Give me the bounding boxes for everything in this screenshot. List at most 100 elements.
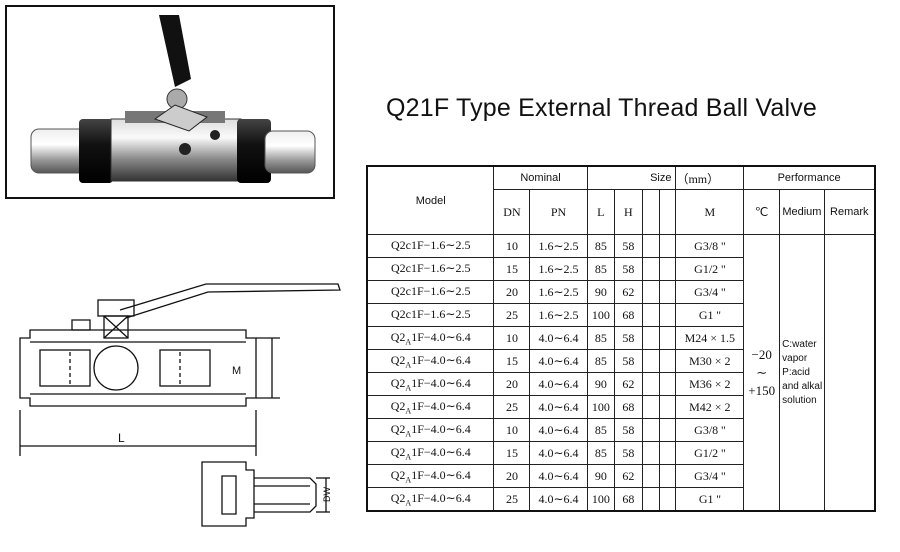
dn-cell: 10 [493,234,531,258]
m-cell: G1 '' [675,487,745,512]
h-cell: 58 [614,257,643,281]
h-header: H [614,189,643,235]
pn-cell: 4.0∼6.4 [529,487,588,512]
model-cell: Q2c1F−1.6∼2.5 [366,257,495,281]
temp-header: ℃ [743,189,781,235]
pn-header: PN [529,189,588,235]
dn-cell: 15 [493,349,531,373]
model-cell: Q2A1F−4.0∼6.4 [366,395,495,419]
header-row-2: DN PN L H M ℃ Medium Remark [367,189,876,235]
blank-cell [641,234,660,258]
ball-valve-photo-illustration [30,15,316,183]
spec-table: Model Nominal Size （mm） Performance DN P… [366,165,876,512]
model-cell: Q2c1F−1.6∼2.5 [366,303,495,327]
dn-cell: 20 [493,372,531,396]
h-cell: 62 [614,280,643,304]
blank-cell [658,303,677,327]
l-cell: 100 [586,303,616,327]
blank-cell [658,349,677,373]
dn-cell: 25 [493,303,531,327]
blank-cell [658,372,677,396]
l-cell: 85 [586,418,616,442]
m-cell: G1 '' [675,303,745,327]
l-cell: 90 [586,280,616,304]
page-title: Q21F Type External Thread Ball Valve [386,94,818,122]
m-cell: G1/2 '' [675,257,745,281]
l-cell: 85 [586,441,616,465]
model-cell: Q2c1F−1.6∼2.5 [366,234,495,258]
h-cell: 62 [614,464,643,488]
blank-cell [641,303,660,327]
blank-cell [641,418,660,442]
h-cell: 68 [614,487,643,512]
dn-header: DN [493,189,531,235]
blank-cell [641,487,660,512]
m-cell: G3/4 '' [675,280,745,304]
blank-cell [641,395,660,419]
blank-header-1 [641,189,660,235]
nominal-header: Nominal [493,165,588,190]
remark-cell [823,234,876,512]
blank-cell [658,257,677,281]
pn-cell: 4.0∼6.4 [529,395,588,419]
remark-header: Remark [823,189,876,235]
model-cell: Q2A1F−4.0∼6.4 [366,464,495,488]
l-cell: 85 [586,326,616,350]
l-cell: 100 [586,487,616,512]
size-header: Size [586,165,677,190]
h-cell: 58 [614,326,643,350]
l-cell: 85 [586,234,616,258]
pn-cell: 4.0∼6.4 [529,418,588,442]
technical-drawing: M L DW [10,270,350,545]
header-row-1: Model Nominal Size （mm） Performance [366,165,876,235]
dimension-m-label: M [232,365,241,377]
blank-cell [641,441,660,465]
medium-header: Medium [779,189,825,235]
m-cell: M30 × 2 [675,349,745,373]
model-cell: Q2A1F−4.0∼6.4 [366,487,495,512]
dimension-l-label: L [118,431,125,445]
l-cell: 85 [586,257,616,281]
l-cell: 90 [586,464,616,488]
dn-cell: 25 [493,487,531,512]
blank-cell [658,441,677,465]
model-cell: Q2A1F−4.0∼6.4 [366,418,495,442]
blank-cell [658,280,677,304]
model-cell: Q2c1F−1.6∼2.5 [366,280,495,304]
valve-cross-section-drawing: M L DW [19,283,341,527]
pn-cell: 1.6∼2.5 [529,280,588,304]
dn-cell: 25 [493,395,531,419]
blank-cell [641,372,660,396]
blank-cell [641,326,660,350]
dn-cell: 10 [493,418,531,442]
pn-cell: 1.6∼2.5 [529,234,588,258]
dn-cell: 20 [493,464,531,488]
blank-cell [641,280,660,304]
m-cell: M36 × 2 [675,372,745,396]
blank-cell [658,418,677,442]
pn-cell: 1.6∼2.5 [529,257,588,281]
l-cell: 100 [586,395,616,419]
m-cell: G3/8 '' [675,234,745,258]
m-cell: G3/4 '' [675,464,745,488]
blank-cell [658,326,677,350]
m-cell: G1/2 '' [675,441,745,465]
m-cell: M42 × 2 [675,395,745,419]
blank-cell [641,349,660,373]
pn-cell: 4.0∼6.4 [529,372,588,396]
performance-header: Performance [743,165,876,190]
dn-cell: 15 [493,257,531,281]
dn-cell: 20 [493,280,531,304]
pn-cell: 4.0∼6.4 [529,349,588,373]
l-cell: 85 [586,349,616,373]
h-cell: 58 [614,418,643,442]
l-cell: 90 [586,372,616,396]
blank-cell [658,487,677,512]
